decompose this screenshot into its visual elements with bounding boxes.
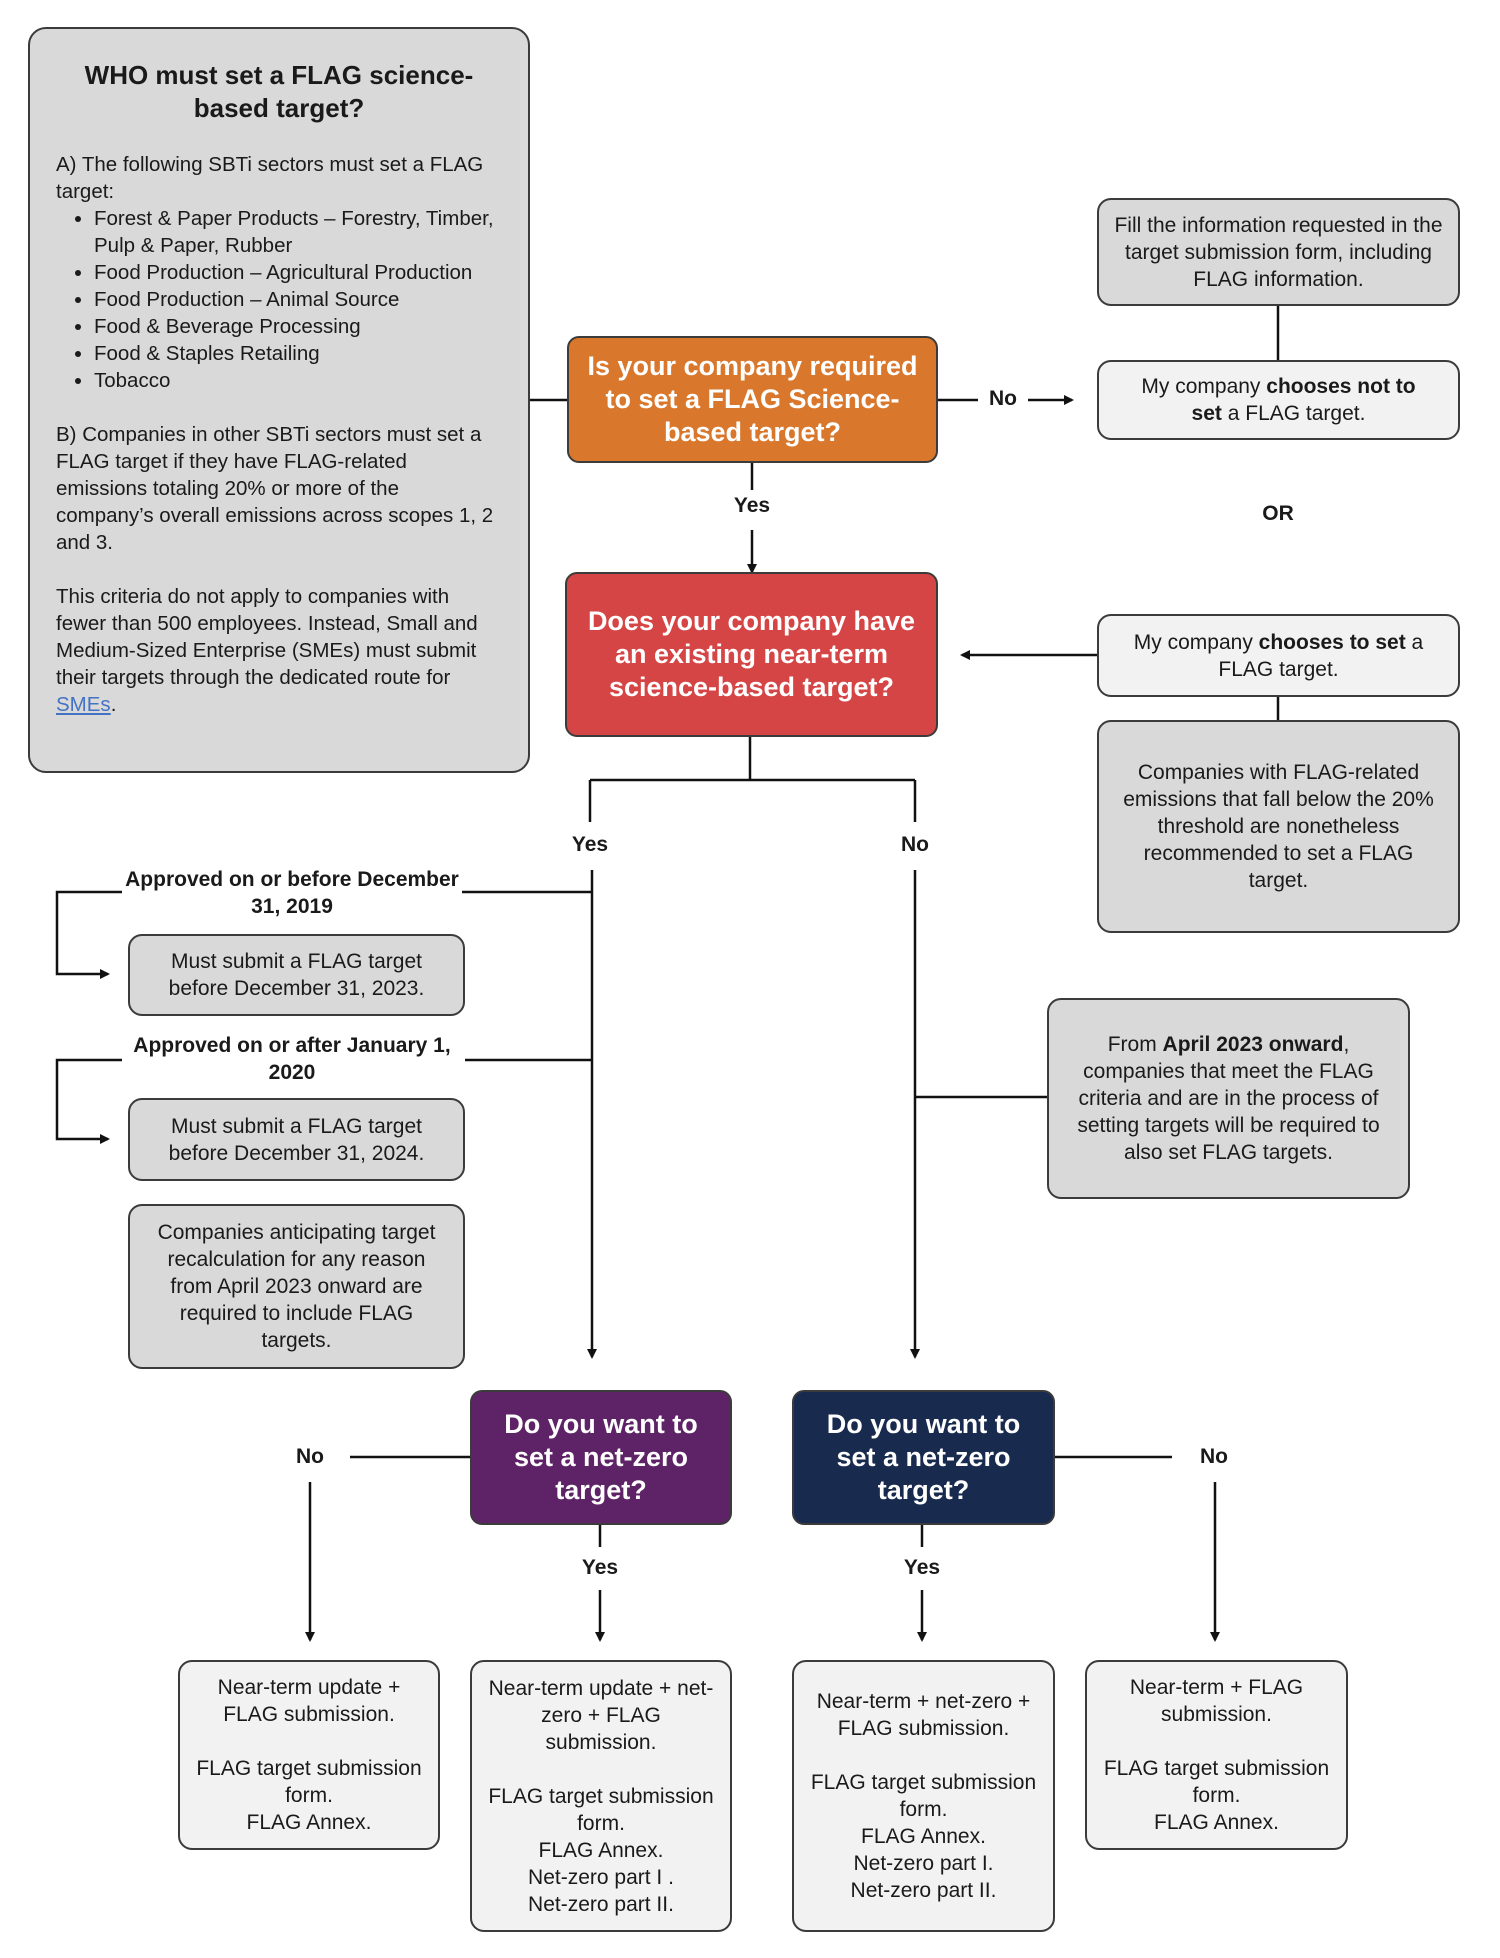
question-required-flag: Is your company required to set a FLAG S… bbox=[567, 336, 938, 463]
april-2023-text: From April 2023 onward, companies that m… bbox=[1077, 1033, 1380, 1164]
outcome-near-term-flag: Near-term + FLAG submission. FLAG target … bbox=[1085, 1660, 1348, 1850]
sme-note-end: . bbox=[110, 693, 117, 716]
who-must-set-box: WHO must set a FLAG science-based target… bbox=[28, 27, 530, 773]
outcome-line: FLAG Annex. bbox=[861, 1825, 986, 1848]
choose-to-set-text: My company chooses to set a FLAG target. bbox=[1133, 630, 1424, 681]
q1-no-label: No bbox=[978, 387, 1028, 411]
q2-yes-label: Yes bbox=[565, 833, 615, 857]
outcome-line: FLAG target submission form. bbox=[488, 1784, 714, 1835]
submit-2024-text: Must submit a FLAG target before Decembe… bbox=[168, 1114, 425, 1165]
submit-2023-box: Must submit a FLAG target before Decembe… bbox=[128, 934, 465, 1016]
outcome-line: FLAG Annex. bbox=[1154, 1811, 1279, 1834]
q2-no-label: No bbox=[892, 833, 938, 857]
below-threshold-text: Companies with FLAG-related emissions th… bbox=[1123, 761, 1434, 892]
sector-item: Forest & Paper Products – Forestry, Timb… bbox=[94, 205, 502, 259]
approved-after-label: Approved on or after January 1, 2020 bbox=[122, 1032, 462, 1086]
outcome-near-term-net-zero: Near-term + net-zero + FLAG submission. F… bbox=[792, 1660, 1055, 1932]
outcome-line: FLAG target submission form. bbox=[1103, 1757, 1330, 1807]
outcome-line: Net-zero part I. bbox=[853, 1852, 994, 1875]
choose-to-set-box: My company chooses to set a FLAG target. bbox=[1097, 614, 1460, 697]
q4-no-label: No bbox=[1190, 1445, 1238, 1469]
sme-note: This criteria do not apply to companies … bbox=[56, 583, 502, 718]
outcome-line: FLAG target submission form. bbox=[810, 1771, 1037, 1821]
question-required-flag-text: Is your company required to set a FLAG S… bbox=[587, 351, 918, 447]
sector-item: Tobacco bbox=[94, 367, 502, 394]
q4-yes-label: Yes bbox=[892, 1556, 952, 1580]
outcome-near-term-update-net-zero: Near-term update + net-zero + FLAG submi… bbox=[470, 1660, 732, 1932]
sector-item: Food Production – Agricultural Productio… bbox=[94, 259, 502, 286]
q3-yes-label: Yes bbox=[570, 1556, 630, 1580]
outcome-line: Net-zero part II. bbox=[528, 1892, 674, 1916]
outcome-line: FLAG Annex. bbox=[246, 1811, 372, 1834]
approved-before-label: Approved on or before December 31, 2019 bbox=[122, 866, 462, 920]
fill-info-text: Fill the information requested in the ta… bbox=[1114, 213, 1443, 291]
outcome-line: FLAG target submission form. bbox=[196, 1757, 422, 1807]
outcome-line: Near-term + FLAG submission. bbox=[1129, 1676, 1304, 1726]
sector-item: Food Production – Animal Source bbox=[94, 286, 502, 313]
submit-2024-box: Must submit a FLAG target before Decembe… bbox=[128, 1098, 465, 1181]
sme-note-text: This criteria do not apply to companies … bbox=[56, 585, 478, 689]
fill-info-box: Fill the information requested in the ta… bbox=[1097, 198, 1460, 306]
question-existing-target: Does your company have an existing near-… bbox=[565, 572, 938, 737]
outcome-line: Near-term update + FLAG submission. bbox=[217, 1676, 401, 1726]
recalculation-text: Companies anticipating target recalculat… bbox=[157, 1221, 436, 1352]
or-label: OR bbox=[1245, 502, 1311, 526]
question-net-zero-no-branch: Do you want to set a net-zero target? bbox=[792, 1390, 1055, 1525]
question-existing-target-text: Does your company have an existing near-… bbox=[587, 606, 916, 702]
q1-yes-label: Yes bbox=[718, 494, 786, 518]
sector-list: Forest & Paper Products – Forestry, Timb… bbox=[56, 205, 502, 394]
sector-item: Food & Beverage Processing bbox=[94, 313, 502, 340]
sme-link[interactable]: SMEs bbox=[56, 693, 111, 716]
outcome-line: Near-term + net-zero + FLAG submission. bbox=[816, 1690, 1031, 1740]
who-title: WHO must set a FLAG science-based target… bbox=[84, 60, 474, 123]
section-a-intro: A) The following SBTi sectors must set a… bbox=[56, 153, 484, 203]
outcome-near-term-update: Near-term update + FLAG submission. FLAG … bbox=[178, 1660, 440, 1850]
arrow-approved-before bbox=[55, 890, 122, 979]
outcome-line: Net-zero part I . bbox=[528, 1865, 674, 1889]
below-threshold-box: Companies with FLAG-related emissions th… bbox=[1097, 720, 1460, 933]
recalculation-box: Companies anticipating target recalculat… bbox=[128, 1204, 465, 1369]
question-net-zero-yes-branch-text: Do you want to set a net-zero target? bbox=[504, 1409, 698, 1505]
arrow-approved-after bbox=[55, 1058, 122, 1144]
q3-no-label: No bbox=[286, 1445, 334, 1469]
sector-item: Food & Staples Retailing bbox=[94, 340, 502, 367]
outcome-line: Net-zero part II. bbox=[850, 1879, 997, 1902]
outcome-line: Near-term update + net-zero + FLAG submi… bbox=[488, 1676, 714, 1754]
section-b-text: B) Companies in other SBTi sectors must … bbox=[56, 423, 494, 554]
question-net-zero-yes-branch: Do you want to set a net-zero target? bbox=[470, 1390, 732, 1525]
outcome-line: FLAG Annex. bbox=[538, 1838, 664, 1862]
submit-2023-text: Must submit a FLAG target before Decembe… bbox=[168, 950, 425, 1000]
question-net-zero-no-branch-text: Do you want to set a net-zero target? bbox=[826, 1409, 1021, 1505]
april-2023-box: From April 2023 onward, companies that m… bbox=[1047, 998, 1410, 1199]
